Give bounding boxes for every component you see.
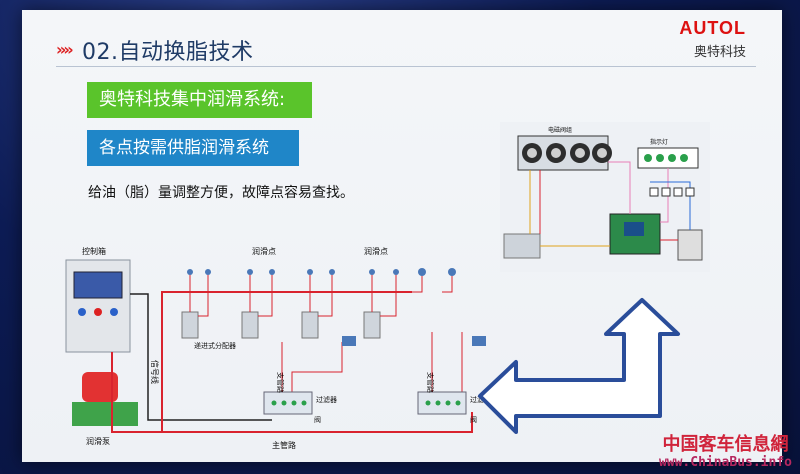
filter-dots — [271, 400, 461, 406]
control-button — [78, 308, 86, 316]
lube-pump-label: 润滑泵 — [86, 436, 110, 446]
signal-line-label: 信号线 — [150, 360, 160, 384]
filter-unit — [263, 391, 313, 415]
main-pipe — [111, 352, 473, 433]
grease-fittings — [187, 268, 456, 276]
terminal-block — [677, 229, 703, 261]
lube-pump-base — [72, 402, 138, 426]
distributor-label: 递进式分配器 — [194, 341, 236, 350]
lube-point-label: 润滑点 — [364, 246, 388, 256]
wiring — [529, 161, 691, 247]
lubrication-schematic: 控制箱 润滑泵 信号线 主管路 润滑点 润滑点 递进式分配器 — [65, 246, 491, 450]
control-button — [94, 308, 102, 316]
watermark-url: www.ChinaBus.info — [658, 455, 792, 470]
distributor — [301, 311, 319, 339]
lube-point-label: 润滑点 — [252, 246, 276, 256]
bearing-block — [472, 336, 486, 346]
distributor-block — [503, 233, 541, 259]
filter-unit — [417, 391, 467, 415]
distributor — [241, 311, 259, 339]
chevron-icon: »» — [56, 40, 74, 59]
brand-name: AUTOL — [679, 18, 746, 38]
valve-label: 阀 — [314, 415, 321, 424]
title-divider — [56, 66, 756, 67]
system-title-box: 奥特科技集中润滑系统: — [87, 82, 312, 118]
flow-arrow-icon — [478, 298, 680, 434]
main-pipe-label: 主管路 — [272, 440, 296, 450]
slide-title: 02.自动换脂技术 — [82, 40, 254, 65]
slide: »» 02.自动换脂技术 AUTOL 奥特科技 奥特科技集中润滑系统: 各点按需… — [22, 10, 782, 462]
distributor — [181, 311, 199, 339]
system-subtitle-box: 各点按需供脂润滑系统 — [87, 130, 299, 166]
control-button — [110, 308, 118, 316]
brand-logo: AUTOL 奥特科技 — [679, 18, 746, 60]
lube-pump — [82, 372, 118, 402]
branch-label: 支管路 — [426, 372, 435, 393]
branch-label: 支管路 — [276, 372, 285, 393]
indicator-lights — [644, 154, 688, 162]
distributor-group — [181, 311, 381, 339]
valve-label: 阀 — [470, 415, 477, 424]
control-box-label: 控制箱 — [82, 246, 106, 256]
controller-chip — [624, 222, 644, 236]
watermark-text: 中国客车信息網 — [662, 434, 789, 455]
small-switches — [649, 187, 695, 197]
main-pipe-up — [161, 291, 412, 432]
filter-label: 过滤器 — [470, 395, 491, 404]
brand-sub: 奥特科技 — [693, 45, 746, 60]
description-text: 给油（脂）量调整方便，故障点容易查找。 — [88, 185, 354, 201]
indicator-label: 指示灯 — [650, 138, 668, 146]
signal-line — [130, 293, 272, 421]
valve-group-label: 电磁阀组 — [548, 126, 572, 134]
control-screen — [73, 271, 123, 299]
distributor — [363, 311, 381, 339]
branch-pipes — [189, 272, 463, 392]
watermark-logo: 中国客车信息網 www.ChinaBus.info — [659, 436, 792, 472]
bearing-block — [342, 336, 356, 346]
filter-label: 过滤器 — [316, 395, 337, 404]
valve-control-diagram: 电磁阀组 指示灯 — [500, 122, 710, 272]
